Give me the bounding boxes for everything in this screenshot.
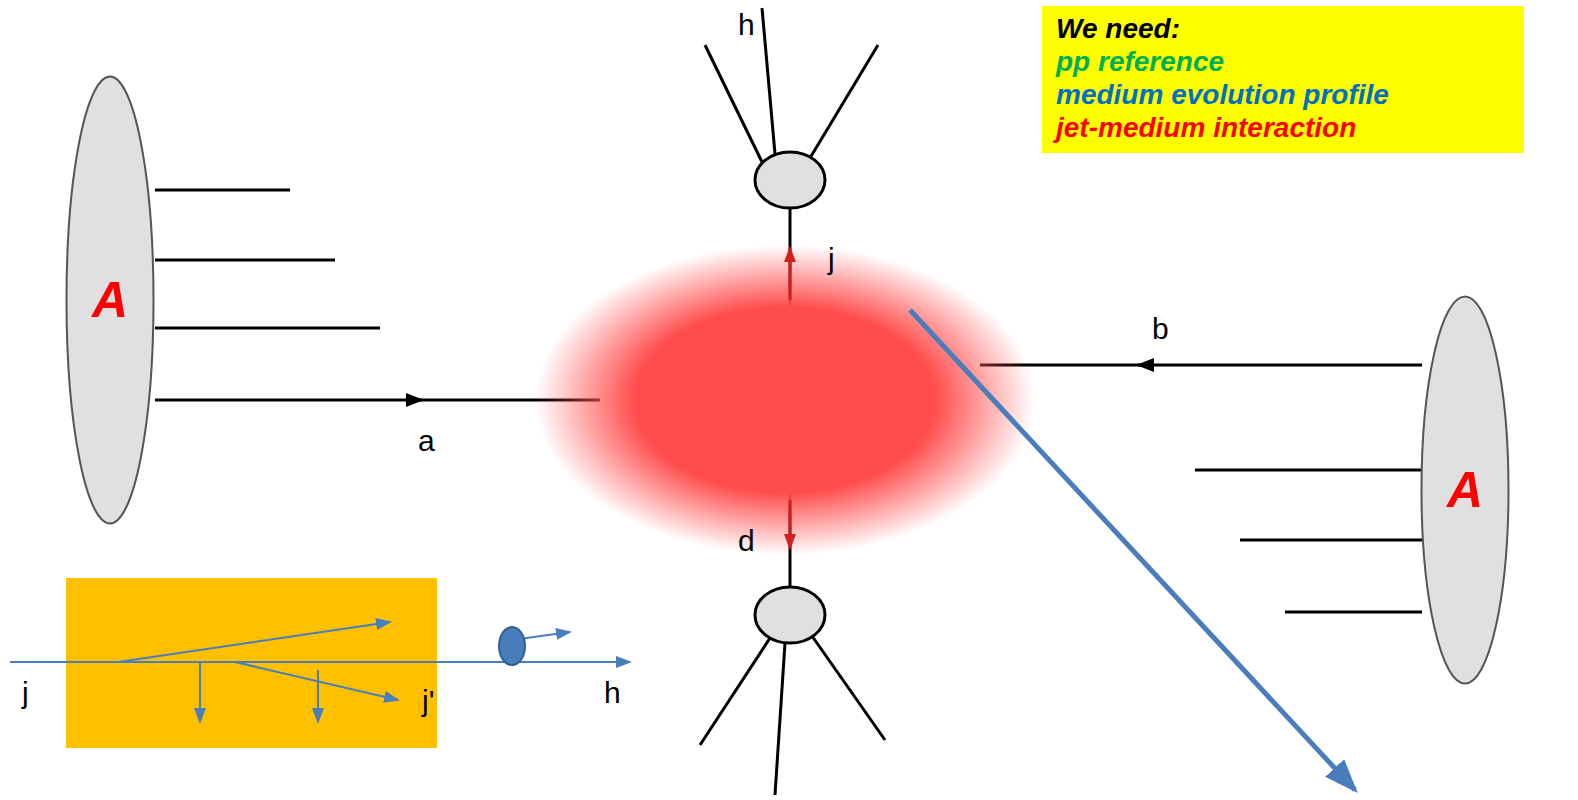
jet-medium-inset (10, 578, 630, 748)
box-text: jet-medium interaction (1056, 111, 1510, 144)
parton-label: h (738, 8, 755, 41)
zoom-arrow (910, 310, 1355, 790)
parton-label: h (604, 676, 621, 709)
bottom-hadronization (700, 587, 885, 795)
parton-label: d (738, 524, 755, 557)
box-heading: We need: (1056, 12, 1510, 45)
jet-arrow (789, 248, 792, 300)
box-text: A (92, 271, 128, 330)
left-partons (155, 190, 600, 400)
parton-label: j (828, 242, 835, 275)
box-text: A (1447, 461, 1483, 520)
right-partons (980, 365, 1422, 612)
parton-label: j (22, 676, 29, 709)
requirements-box: We need:pp referencemedium evolution pro… (1042, 6, 1524, 153)
nucleus-ellipse: A (65, 75, 155, 525)
parton-label: j' (422, 684, 434, 717)
top-hadronization (705, 8, 878, 208)
box-text: medium evolution profile (1056, 78, 1510, 111)
box-text: pp reference (1056, 45, 1510, 78)
fireball (535, 245, 1035, 555)
parton-label: b (1152, 312, 1169, 345)
jet-arrow (789, 500, 792, 548)
parton-label: a (418, 424, 435, 457)
nucleus-ellipse: A (1420, 295, 1510, 685)
